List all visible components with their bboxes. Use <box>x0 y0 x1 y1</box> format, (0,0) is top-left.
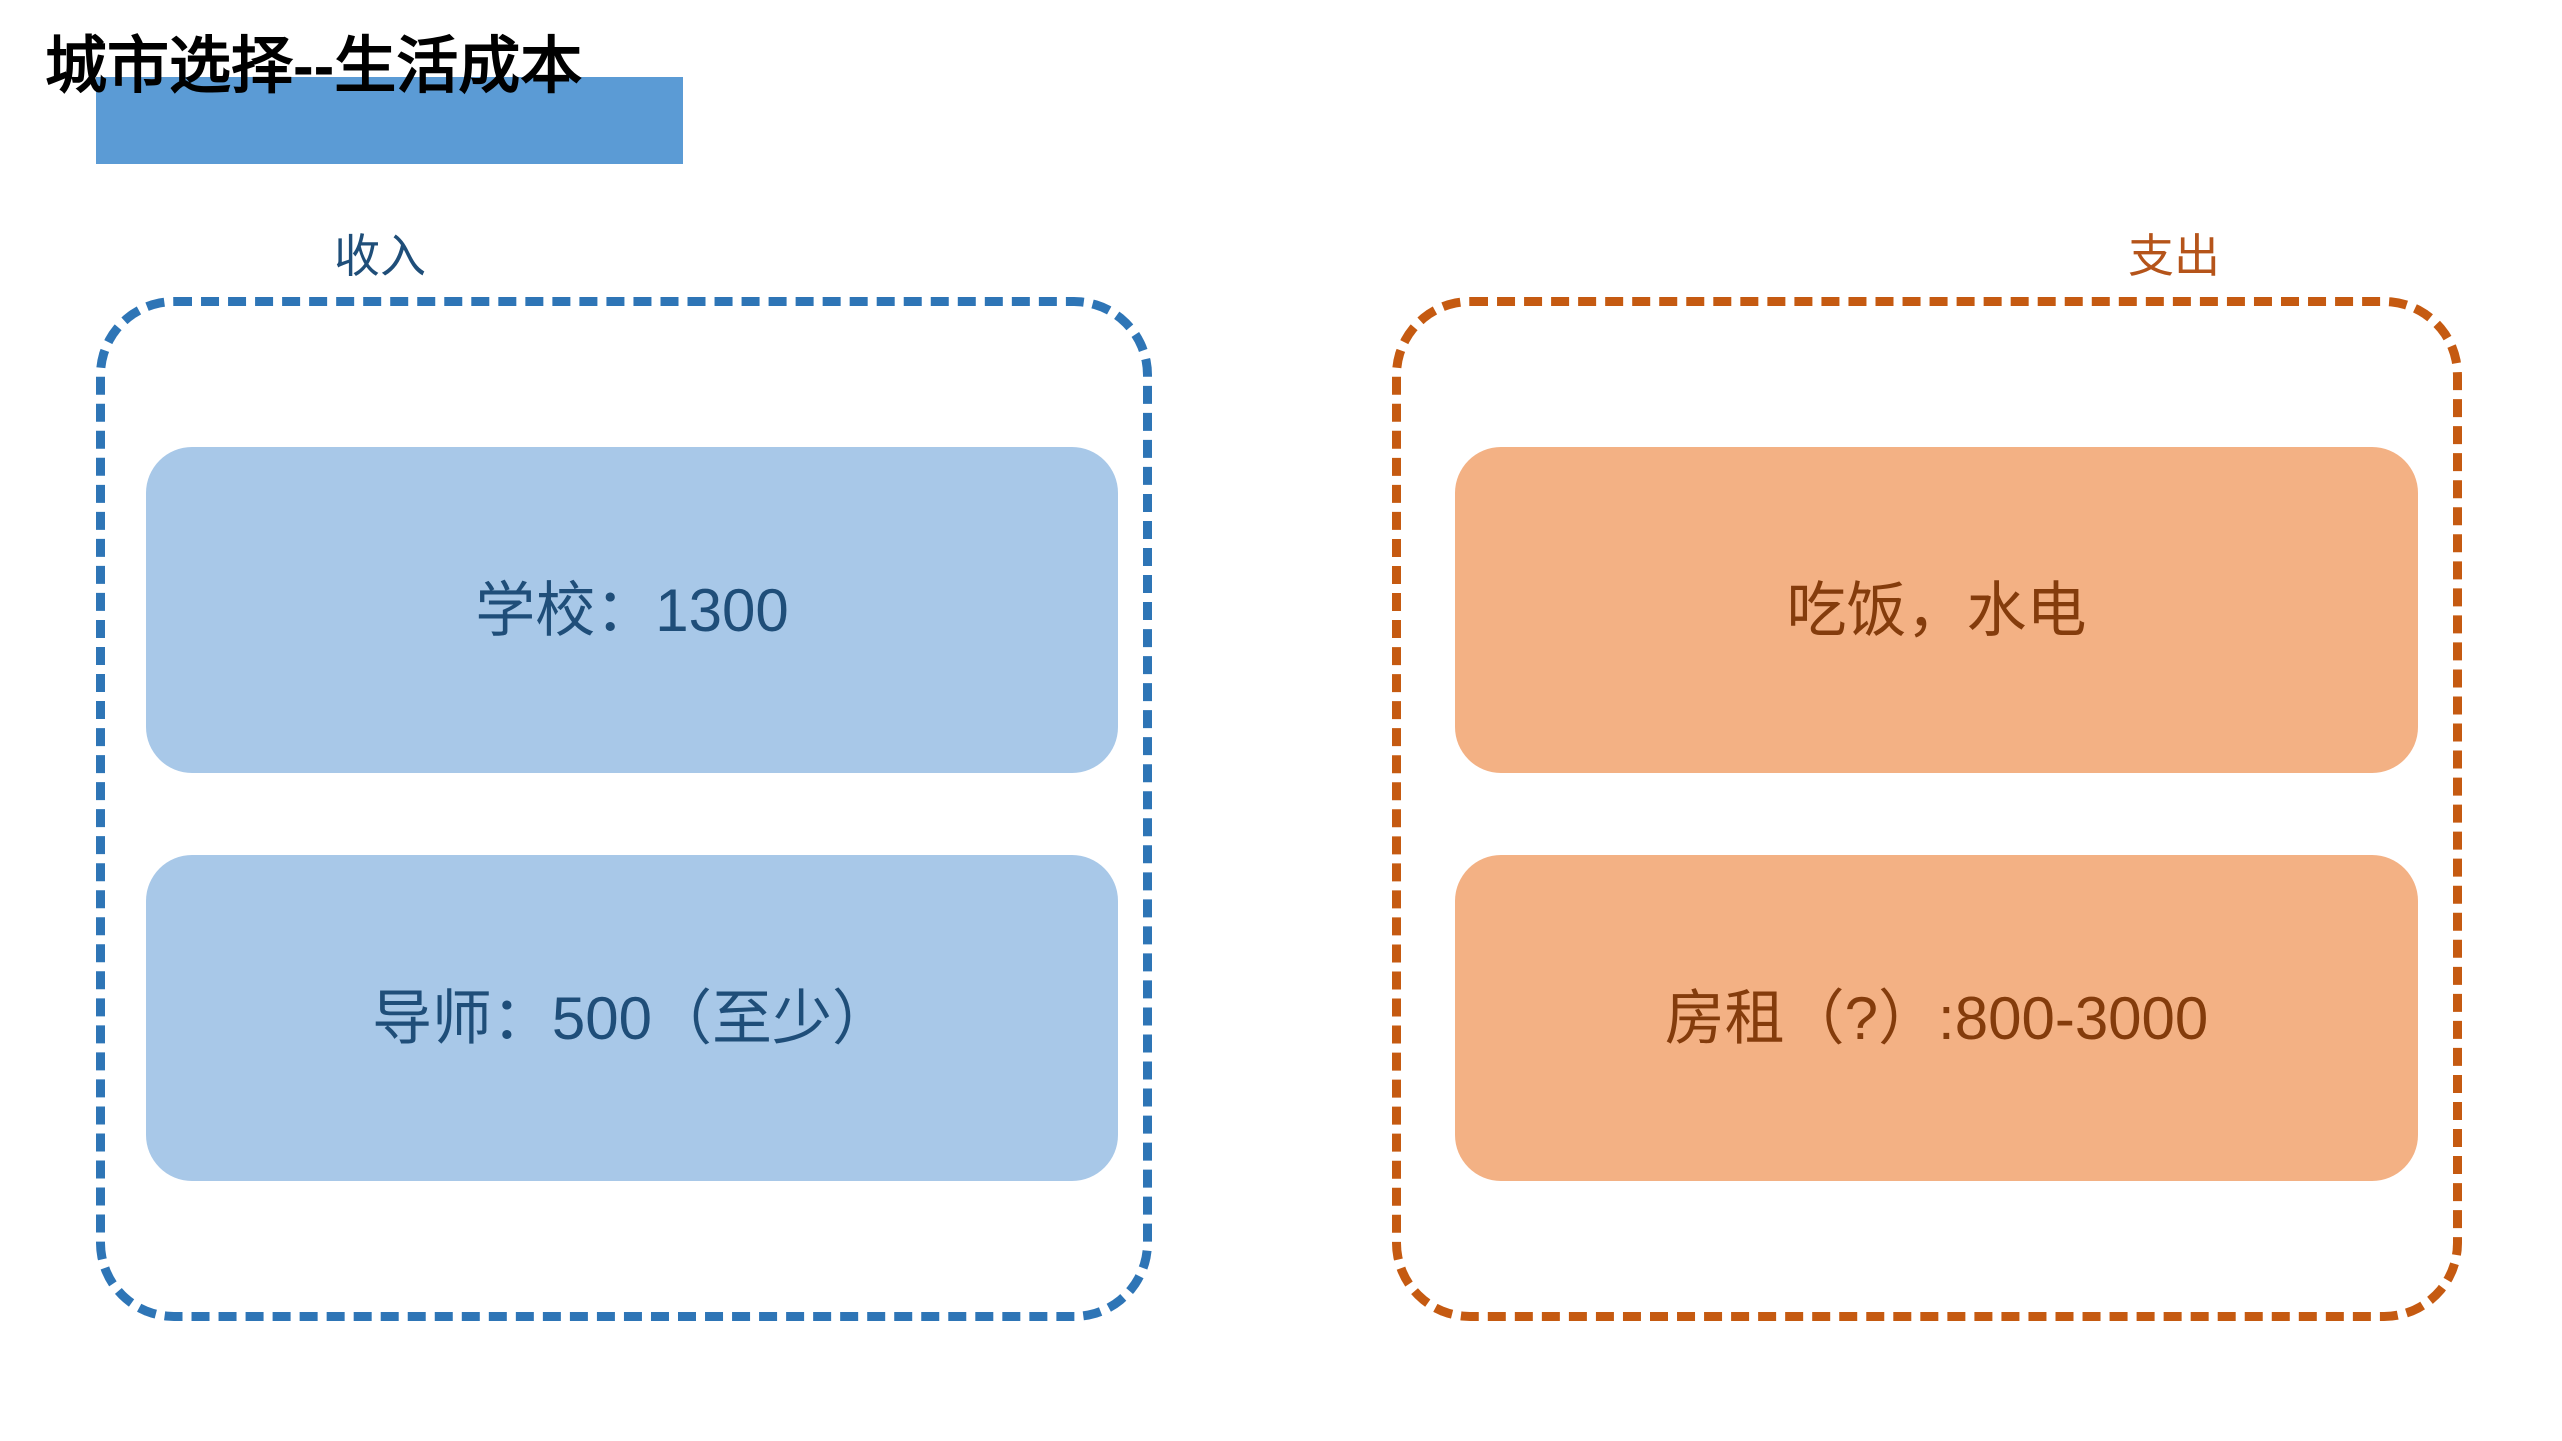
group-container-income <box>96 297 1152 1321</box>
card-income-advisor[interactable]: 导师：500（至少） <box>146 855 1118 1181</box>
card-income-school[interactable]: 学校：1300 <box>146 447 1118 773</box>
group-container-expense <box>1392 297 2462 1321</box>
card-expense-rent[interactable]: 房租（?）:800-3000 <box>1455 855 2418 1181</box>
card-expense-food-utilities-label: 吃饭，水电 <box>1786 576 2087 644</box>
card-expense-food-utilities[interactable]: 吃饭，水电 <box>1455 447 2418 773</box>
title-highlight-band <box>96 77 683 164</box>
group-label-income: 收入 <box>334 230 426 282</box>
group-label-expense: 支出 <box>2128 230 2220 282</box>
card-expense-rent-label: 房租（?）:800-3000 <box>1664 984 2209 1052</box>
card-income-school-label: 学校：1300 <box>475 576 789 644</box>
page-title: 城市选择--生活成本 <box>45 32 583 101</box>
card-income-advisor-label: 导师：500（至少） <box>371 984 893 1052</box>
